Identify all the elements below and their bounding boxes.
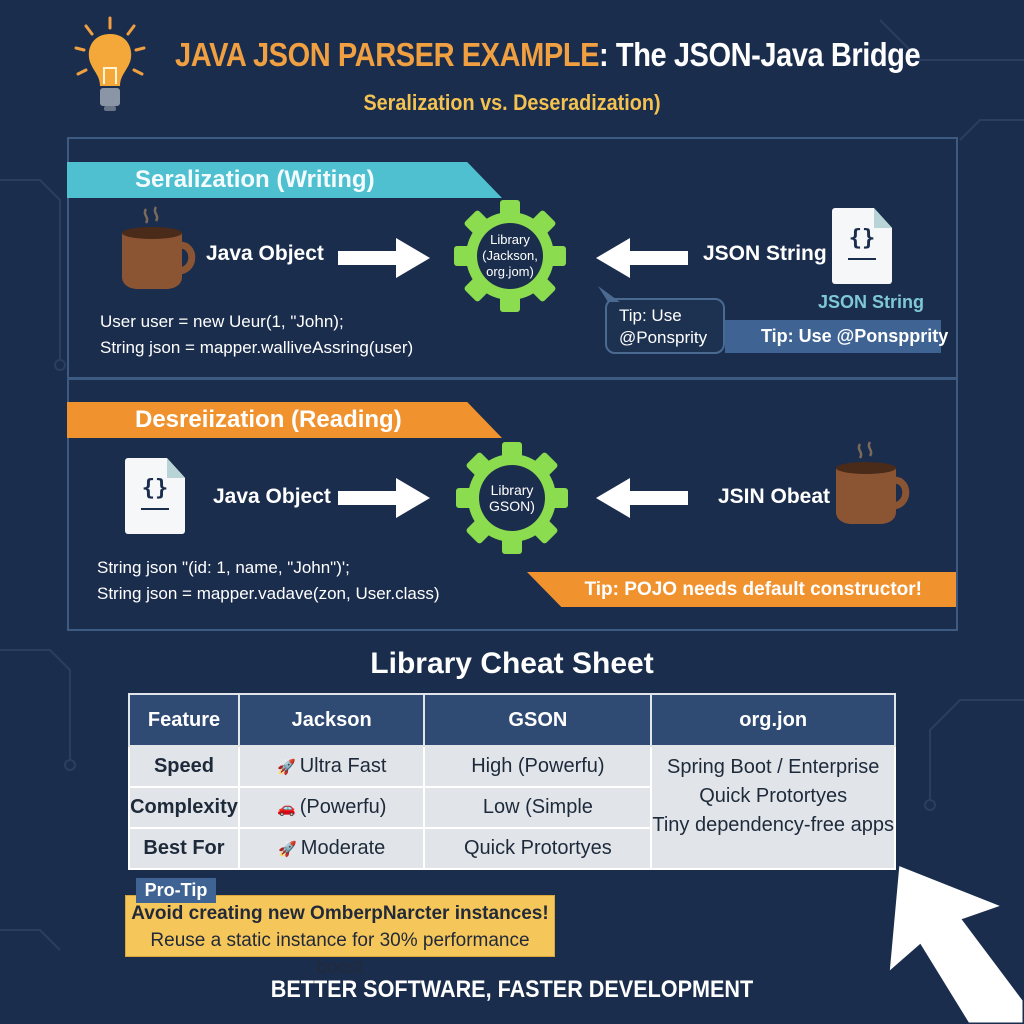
flow-panel <box>67 137 958 631</box>
col-header: Jackson <box>237 693 426 747</box>
subtitle: Seralization vs. Deseradization) <box>363 90 661 115</box>
pro-tip-label: Pro-Tip <box>136 878 216 903</box>
col-header: Feature <box>128 693 240 747</box>
table-row: Best For 🚀Moderate Quick Protortyes <box>128 827 895 870</box>
page-title: JAVA JSON PARSER EXAMPLE: The JSON-Java … <box>175 36 921 74</box>
arrow-right-icon <box>338 478 430 518</box>
bubble-tail <box>598 286 620 302</box>
lightbulb-icon <box>74 16 146 111</box>
code-line: User user = new Ueur(1, "John); <box>100 312 344 331</box>
orgjson-cell: Spring Boot / Enterprise Quick Protortye… <box>650 745 896 870</box>
deserialization-banner: Desreiization (Reading) <box>67 402 502 438</box>
json-file-icon: {} <box>832 208 892 284</box>
col-header: org.jon <box>650 693 896 747</box>
tip-bubble: Tip: Use @Ponsprity <box>605 298 725 354</box>
table-row: Speed 🚀Ultra Fast High (Powerfu) Spring … <box>128 745 896 870</box>
gson-cell: Quick Protortyes <box>423 827 653 870</box>
feature-cell: Complexity <box>128 786 240 829</box>
coffee-mug-icon <box>836 441 910 524</box>
gear-label: Library GSON) <box>489 482 535 514</box>
code-line: String json = mapper.vadave(zon, User.cl… <box>97 584 440 603</box>
arrow-right-icon <box>338 238 430 278</box>
footer-tagline: BETTER SOFTWARE, FASTER DEVELOPMENT <box>270 976 754 1003</box>
rocket-icon: 🚀 <box>278 841 297 858</box>
title-rest: : The JSON-Java Bridge <box>599 36 921 73</box>
ser-code-block: User user = new Ueur(1, "John); String j… <box>100 309 413 361</box>
pojo-tip-bar: Tip: POJO needs default constructor! <box>527 572 956 607</box>
tip-bar: Tip: Use @Ponspprity <box>725 320 948 353</box>
feature-cell: Speed <box>128 745 240 788</box>
gear-icon <box>456 442 568 554</box>
cheat-sheet-table: Feature Jackson GSON org.jon Speed 🚀Ultr… <box>128 693 896 870</box>
gear-label: Library (Jackson, org.jom) <box>482 232 538 279</box>
cell-text: Quick Protortyes <box>699 785 848 807</box>
gson-cell: High (Powerfu) <box>423 745 653 788</box>
des-java-object-label: Java Object <box>213 485 331 508</box>
gear-icon <box>430 176 590 336</box>
cell-text: Ultra Fast <box>299 755 387 777</box>
ser-json-string-label: JSON String <box>703 242 827 265</box>
table-row: Complexity 🚗(Powerfu) Low (Simple <box>128 786 895 829</box>
des-json-object-label: JSIN Obeat <box>718 485 831 508</box>
jackson-cell: 🚀Moderate <box>237 827 426 870</box>
gson-cell: Low (Simple <box>423 786 653 829</box>
code-line: String json = mapper.walliveAssring(user… <box>100 338 414 357</box>
jackson-cell: 🚗(Powerfu) <box>237 786 426 829</box>
json-file-icon: {} <box>125 458 185 534</box>
col-header: GSON <box>423 693 653 747</box>
feature-cell: Best For <box>128 827 240 870</box>
cell-text: Tiny dependency-free apps <box>652 814 894 836</box>
ser-library-gear: Library (Jackson, org.jom) <box>430 176 590 336</box>
table-header-row: Feature Jackson GSON org.jon <box>128 693 896 747</box>
section-divider <box>67 377 958 380</box>
cell-text: Spring Boot / Enterprise <box>667 756 880 778</box>
json-string-caption: JSON String <box>818 292 925 312</box>
title-highlight: JAVA JSON PARSER EXAMPLE <box>175 36 600 73</box>
jackson-cell: 🚀Ultra Fast <box>237 745 426 788</box>
ser-java-object-label: Java Object <box>206 242 324 265</box>
pro-tip-line: Reuse a static instance for 30% performa… <box>150 930 530 978</box>
car-icon: 🚗 <box>277 800 296 817</box>
cheat-sheet-title: Library Cheat Sheet <box>370 647 654 680</box>
cell-text: Moderate <box>300 837 386 859</box>
pro-tip-box: Avoid creating new OmberpNarcter instanc… <box>125 895 555 978</box>
rocket-icon: 🚀 <box>277 759 296 776</box>
cell-text: (Powerfu) <box>299 796 387 818</box>
arrow-left-icon <box>596 478 688 518</box>
arrow-left-icon <box>596 238 688 278</box>
des-code-block: String json "(id: 1, name, "John")'; Str… <box>97 555 440 607</box>
code-line: String json "(id: 1, name, "John")'; <box>97 558 350 577</box>
pro-tip-line: Avoid creating new OmberpNarcter instanc… <box>131 903 549 924</box>
des-library-gear: Library GSON) <box>456 442 568 554</box>
serialization-banner: Seralization (Writing) <box>67 162 502 198</box>
mouse-cursor-icon <box>886 861 1024 1024</box>
coffee-mug-icon <box>122 206 196 289</box>
